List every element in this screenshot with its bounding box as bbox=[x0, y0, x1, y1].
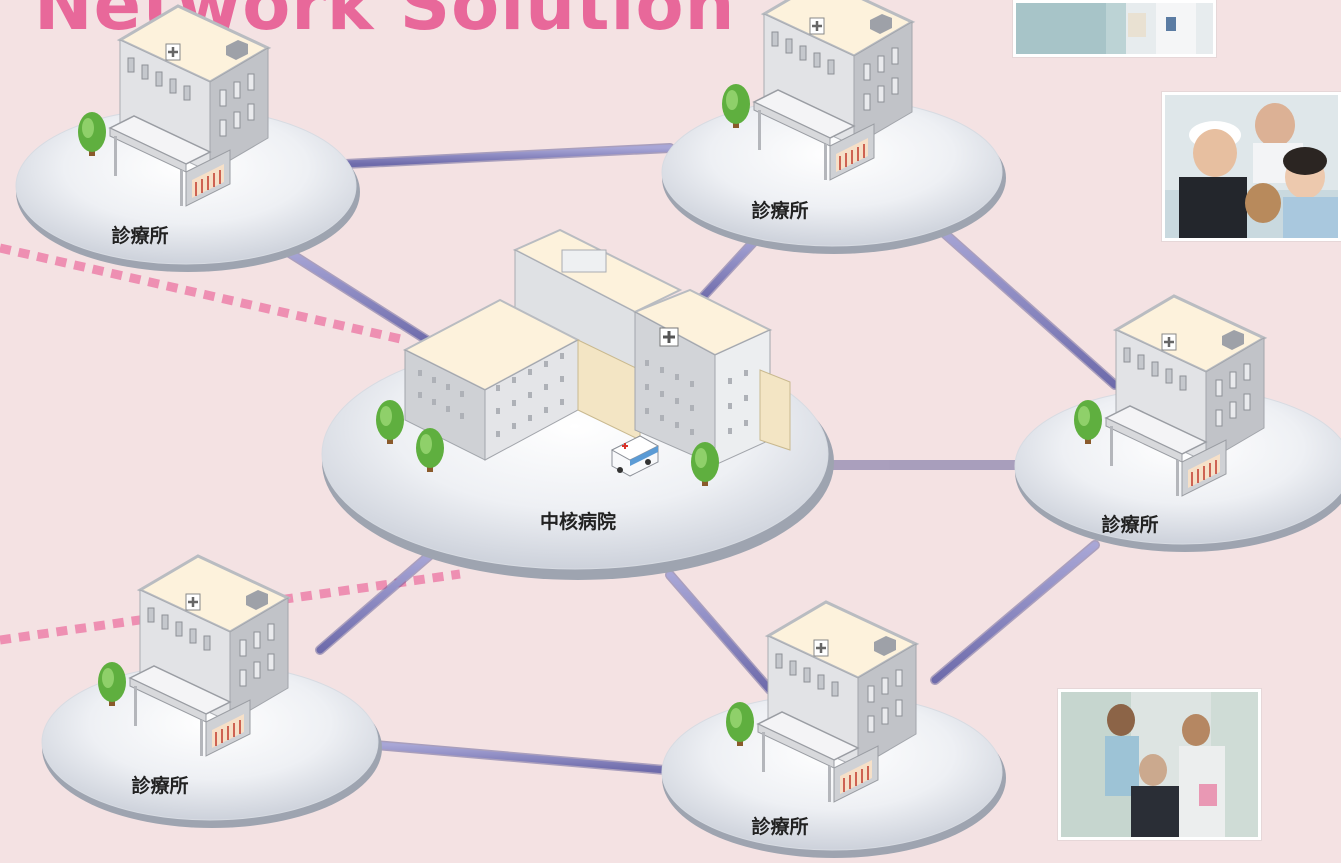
clinic-label: 診療所 bbox=[751, 815, 808, 838]
photo-doctor-clipboard bbox=[1013, 0, 1216, 57]
link-clinic2-clinic3 bbox=[931, 221, 1119, 389]
core-hospital-label: 中核病院 bbox=[540, 510, 616, 533]
node-clinic-5: 診療所 bbox=[41, 554, 382, 828]
network-links bbox=[280, 143, 1120, 775]
core-hospital-building bbox=[402, 228, 791, 466]
node-clinic-4: 診療所 bbox=[661, 600, 1006, 858]
link-clinic5-clinic4 bbox=[371, 741, 669, 774]
node-core-hospital: 中核病院 bbox=[321, 228, 834, 580]
link-clinic1-core bbox=[281, 246, 434, 346]
clinic-label: 診療所 bbox=[1101, 513, 1158, 536]
link-clinic1-clinic2 bbox=[341, 144, 674, 168]
link-clinic4-core bbox=[666, 571, 774, 694]
link-clinic2-core bbox=[696, 231, 764, 304]
clinic-label: 診療所 bbox=[751, 199, 808, 222]
clinic-label: 診療所 bbox=[111, 224, 168, 247]
node-clinic-3: 診療所 bbox=[1014, 294, 1341, 552]
photo-wheelchair bbox=[1058, 689, 1261, 840]
photo-nurse-child bbox=[1162, 92, 1341, 241]
link-clinic3-clinic4 bbox=[931, 541, 1099, 684]
node-clinic-1: 診療所 bbox=[15, 4, 360, 272]
node-clinic-2: 診療所 bbox=[661, 0, 1006, 254]
ambulance-icon bbox=[610, 435, 660, 477]
clinic-label: 診療所 bbox=[131, 774, 188, 797]
link-clinic5-core bbox=[316, 551, 434, 654]
